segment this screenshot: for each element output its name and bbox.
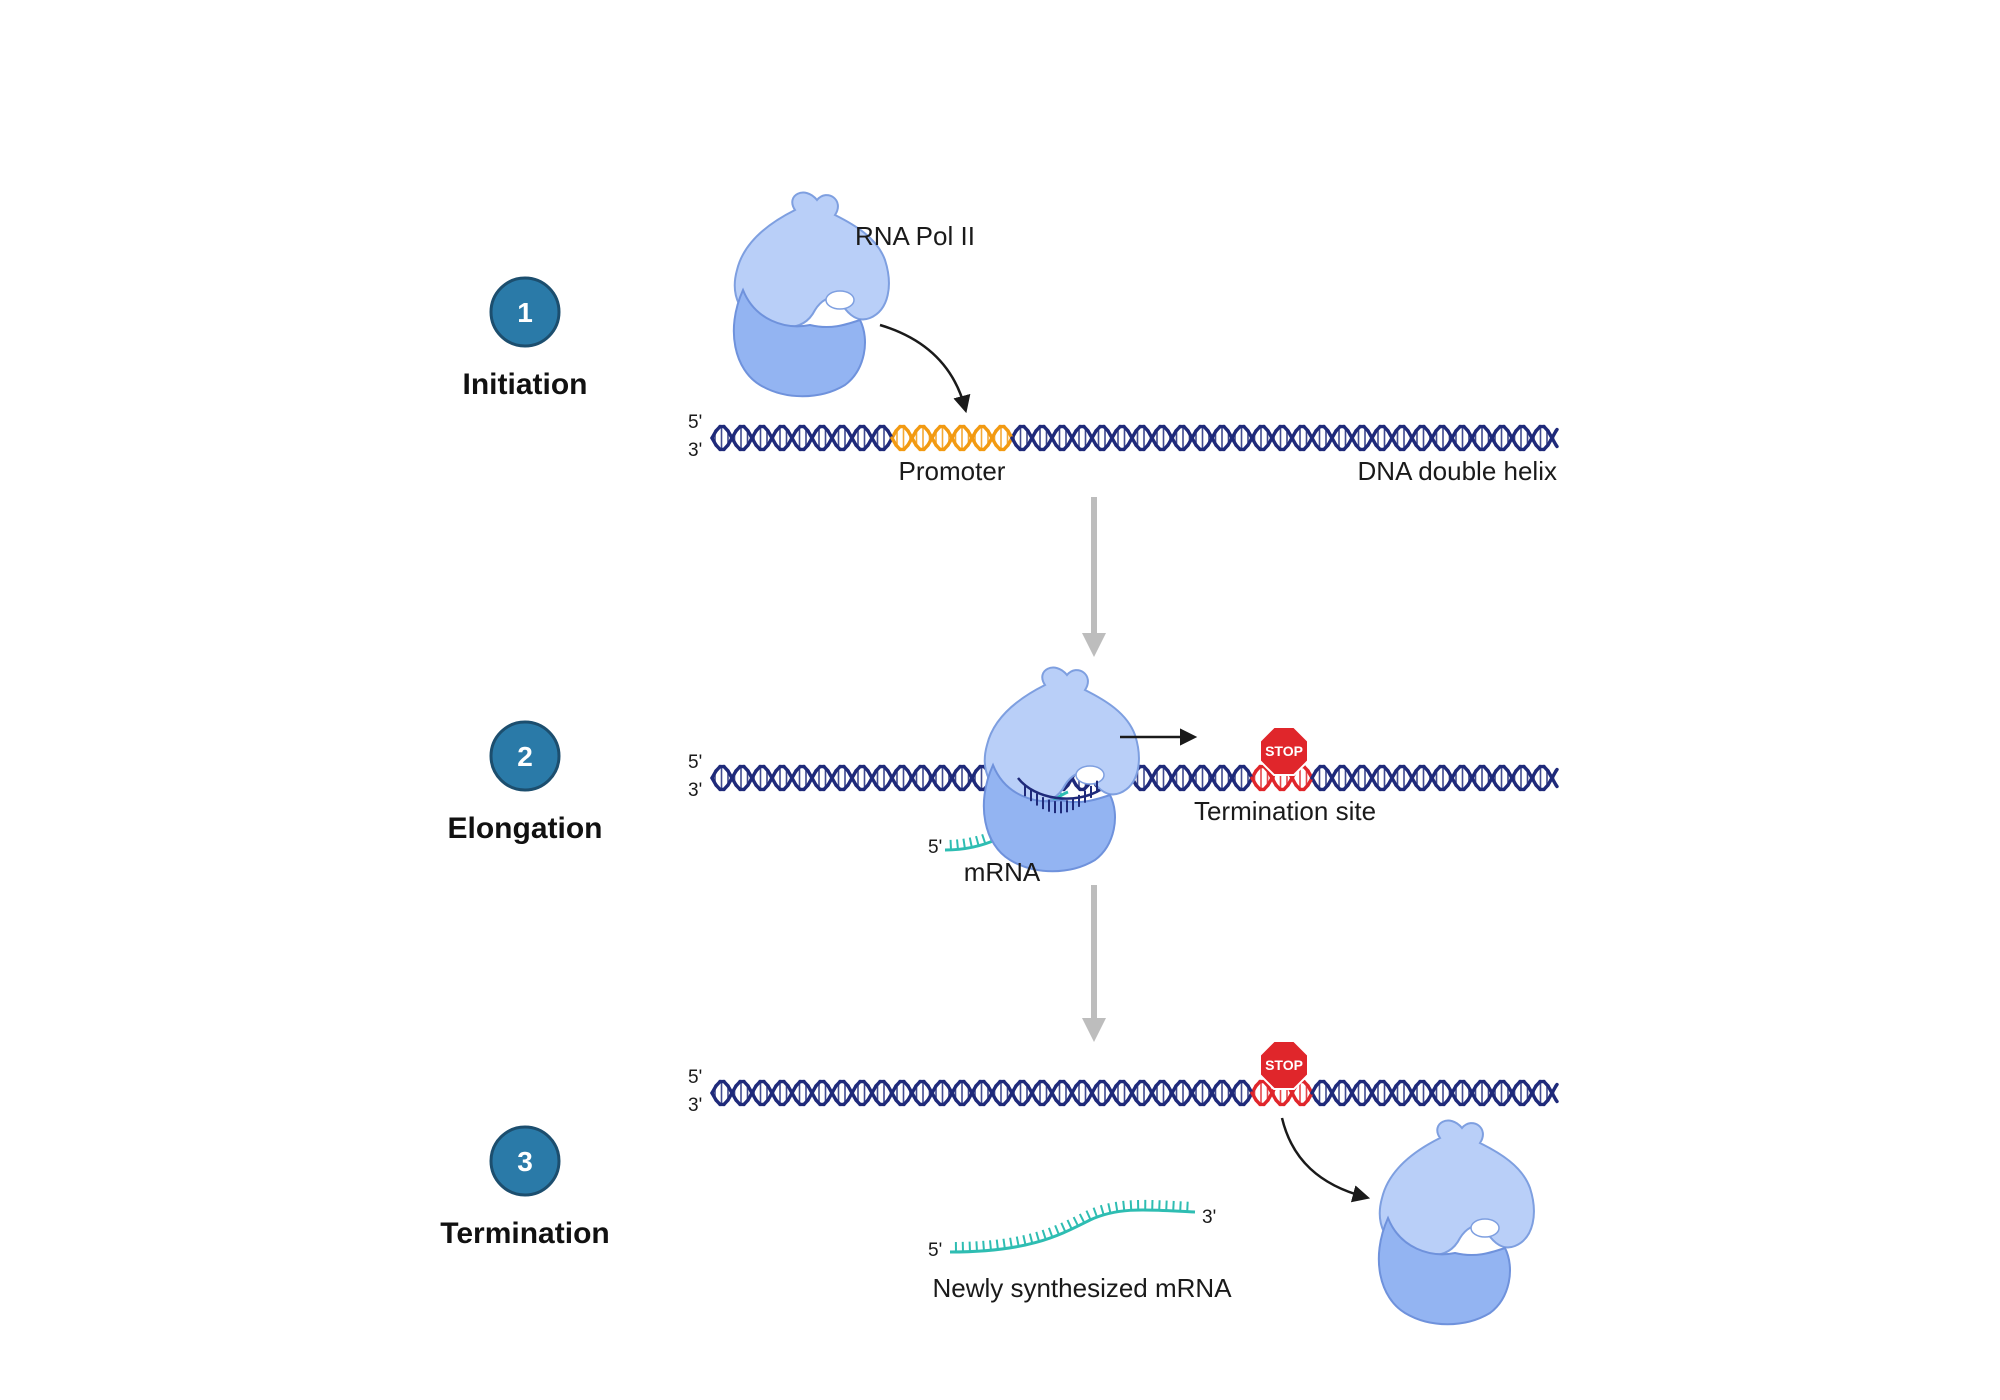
mrna-base: [1041, 1229, 1047, 1240]
mrna-base: [975, 1241, 978, 1252]
mrna-base: [962, 838, 966, 849]
mrna-base: [1129, 1200, 1133, 1211]
mrna-base: [1172, 1200, 1175, 1211]
mrna-base: [995, 1239, 999, 1250]
stage-1-badge: [489, 276, 561, 348]
dna-strand-segment: [1554, 427, 1559, 433]
dna-2-five-prime: 5': [688, 752, 702, 773]
mrna-base: [975, 835, 980, 847]
new-mrna-three-prime: 3': [1202, 1207, 1216, 1228]
stage-1-number: 1: [517, 297, 533, 328]
dna-1-three-prime: 3': [688, 440, 702, 461]
mrna-bases-released: [954, 1199, 1189, 1252]
stop-sign-elongation: STOP: [1259, 726, 1309, 776]
mrna-base: [1028, 1233, 1034, 1244]
stage-2: 2 Elongation: [448, 720, 603, 845]
mrna-base: [1078, 1213, 1086, 1224]
stop-text: STOP: [1265, 743, 1303, 759]
mrna-base: [1035, 1231, 1041, 1242]
mrna-base: [1072, 1216, 1079, 1227]
stop-sign-termination: STOP: [1259, 1040, 1309, 1090]
stage-1: 1 Initiation: [463, 276, 588, 401]
transcription-bubble: [1017, 777, 1101, 800]
mrna-base: [982, 1240, 985, 1251]
mrna-base: [1099, 1204, 1105, 1216]
stage-3: 3 Termination: [440, 1125, 610, 1250]
mrna-base: [1022, 1235, 1027, 1246]
mrna-base: [989, 1240, 992, 1251]
stop-octagon: [1259, 1040, 1309, 1090]
release-arrow: [1280, 1117, 1371, 1203]
dna-strand-segment: [1554, 767, 1559, 773]
dna-strand-segment: [1554, 1098, 1559, 1104]
dna-2-three-prime: 3': [688, 780, 702, 801]
mrna-base: [1179, 1201, 1182, 1212]
mrna-base: [1085, 1210, 1092, 1221]
mrna-base: [1002, 1238, 1006, 1249]
dna-strand-segment: [1554, 443, 1559, 449]
dna-3-three-prime: 3': [688, 1095, 702, 1116]
dna-helix-termination: [710, 1079, 1559, 1107]
stage-3-title: Termination: [440, 1217, 609, 1250]
mrna-base: [1047, 1227, 1054, 1238]
rna-polymerase-released: [1377, 1119, 1535, 1326]
rna-polymerase-elongation: [982, 666, 1140, 873]
stop-octagon: [1259, 726, 1309, 776]
mrna-base: [1009, 1237, 1013, 1248]
dna-label: DNA double helix: [1358, 456, 1557, 486]
mrna-base: [1060, 1222, 1067, 1233]
stage-1-title: Initiation: [463, 368, 588, 401]
mrna-strand-released: [949, 1208, 1196, 1254]
polymerase-label: RNA Pol II: [855, 221, 975, 251]
binding-arrow: [879, 323, 971, 414]
mrna-five-prime: 5': [928, 837, 942, 858]
mrna-base: [981, 833, 987, 845]
dna-strand-segment: [1554, 1082, 1559, 1088]
stage-2-badge: [489, 720, 561, 792]
mrna-label: mRNA: [964, 857, 1041, 887]
stage-2-number: 2: [517, 741, 533, 772]
mrna-base: [1107, 1203, 1112, 1214]
bubble-bases: [1024, 780, 1098, 814]
stage-3-badge: [489, 1125, 561, 1197]
dna-helix-initiation: [710, 424, 1559, 452]
promoter-label: Promoter: [899, 456, 1006, 486]
mrna-base: [1122, 1200, 1126, 1211]
dna-1-five-prime: 5': [688, 412, 702, 433]
mrna-base: [1015, 1236, 1020, 1247]
dna-3-five-prime: 5': [688, 1067, 702, 1088]
stage-3-number: 3: [517, 1146, 533, 1177]
termination-site-label: Termination site: [1194, 796, 1376, 826]
mrna-base: [968, 837, 973, 848]
dna-strand-segment: [1554, 783, 1559, 789]
new-mrna-label: Newly synthesized mRNA: [932, 1273, 1232, 1303]
mrna-base: [1114, 1201, 1119, 1212]
mrna-base: [1054, 1225, 1060, 1236]
mrna-base: [1066, 1219, 1073, 1230]
new-mrna-five-prime: 5': [928, 1240, 942, 1261]
mrna-base: [1092, 1207, 1098, 1218]
stop-text: STOP: [1265, 1057, 1303, 1073]
stage-2-title: Elongation: [448, 812, 603, 845]
mrna-base: [956, 839, 959, 850]
